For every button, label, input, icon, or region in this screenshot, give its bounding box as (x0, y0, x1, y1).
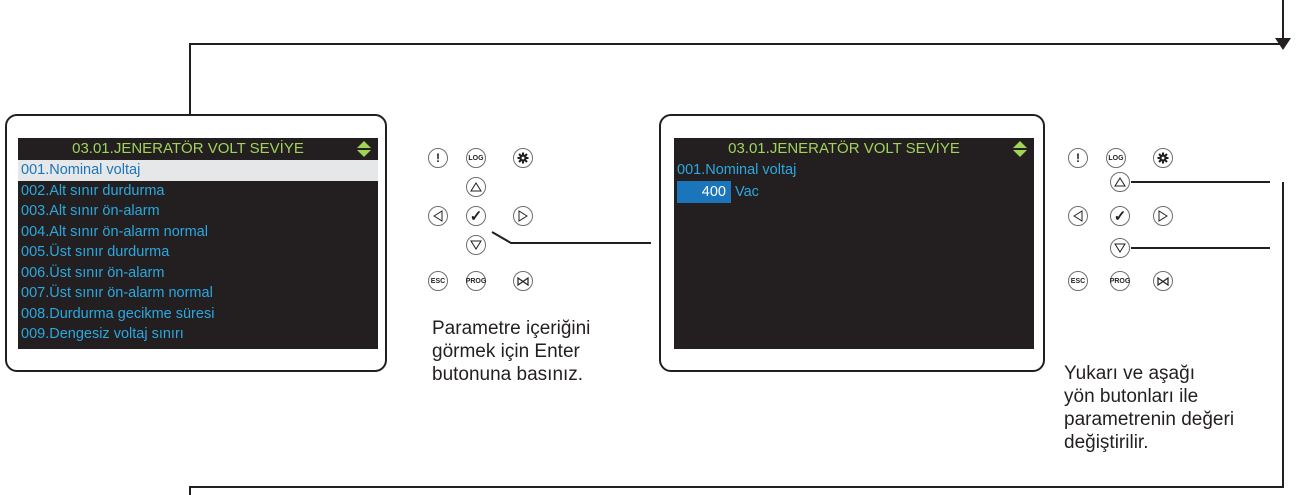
parameter-item[interactable]: 004.Alt sınır ön-alarm normal (21, 223, 208, 240)
parameter-item[interactable]: 008.Durdurma gecikme süresi (21, 305, 215, 322)
gear-icon (1157, 152, 1169, 164)
bottom-flow-line (189, 182, 1284, 495)
right-button[interactable] (1153, 206, 1173, 226)
screen-title-text: 03.01.JENERATÖR VOLT SEVİYE (728, 140, 960, 157)
parameter-item[interactable]: 001.Nominal voltaj (18, 160, 378, 181)
enter-button[interactable]: ✓ (1110, 206, 1130, 226)
parameter-unit: Vac (735, 183, 759, 200)
screen-title-text: 03.01.JENERATÖR VOLT SEVİYE (72, 140, 304, 157)
triangle-down-icon (470, 240, 482, 250)
mute-icon (1157, 276, 1169, 286)
screen-title: 03.01.JENERATÖR VOLT SEVİYE (674, 138, 1034, 160)
parameter-item[interactable]: 003.Alt sınır ön-alarm (21, 203, 160, 219)
up-down-indicator-icon (1013, 141, 1027, 157)
triangle-right-icon (518, 210, 528, 222)
alarm-button[interactable]: ! (428, 148, 448, 168)
down-button[interactable] (466, 235, 486, 255)
down-button[interactable] (1110, 238, 1130, 258)
keypad-left: ! LOG ✓ ESC PROG (420, 140, 550, 291)
lcd-screen-edit: 03.01.JENERATÖR VOLT SEVİYE 001.Nominal … (674, 138, 1034, 349)
lcd-screen-menu: 03.01.JENERATÖR VOLT SEVİYE 001.Nominal … (18, 138, 378, 349)
gear-icon (517, 152, 529, 164)
enter-button[interactable]: ✓ (466, 206, 486, 226)
parameter-item[interactable]: 006.Üst sınır ön-alarm (21, 264, 165, 281)
enter-callout-line (491, 231, 651, 244)
mute-button[interactable] (513, 271, 533, 291)
mute-icon (517, 276, 529, 286)
settings-button[interactable] (513, 148, 533, 168)
up-button[interactable] (466, 177, 486, 197)
updown-caption: Yukarı ve aşağı yön butonları ile parame… (1064, 363, 1235, 453)
parameter-item[interactable]: 005.Üst sınır durdurma (21, 244, 170, 260)
left-button[interactable] (428, 206, 448, 226)
triangle-down-icon (1114, 243, 1126, 253)
parameter-item[interactable]: 002.Alt sınır durdurma (21, 182, 165, 199)
up-down-indicator-icon (357, 141, 371, 157)
enter-caption: Parametre içeriğini görmek için Enter bu… (432, 318, 591, 385)
log-button[interactable]: LOG (466, 148, 486, 168)
alarm-button[interactable]: ! (1068, 148, 1088, 168)
up-button[interactable] (1110, 172, 1130, 192)
triangle-left-icon (433, 210, 443, 222)
triangle-right-icon (1158, 210, 1168, 222)
parameter-name: 001.Nominal voltaj (677, 162, 797, 178)
log-button[interactable]: LOG (1106, 148, 1126, 168)
parameter-value[interactable]: 400 (677, 180, 731, 203)
left-button[interactable] (1068, 206, 1088, 226)
parameter-item[interactable]: 009.Dengesiz voltaj sınırı (21, 326, 184, 342)
right-button[interactable] (513, 206, 533, 226)
triangle-left-icon (1073, 210, 1083, 222)
down-arrow-icon (1275, 38, 1291, 50)
esc-button[interactable]: ESC (428, 271, 448, 291)
parameter-item[interactable]: 007.Üst sınır ön-alarm normal (21, 285, 213, 301)
settings-button[interactable] (1153, 148, 1173, 168)
mute-button[interactable] (1153, 271, 1173, 291)
prog-button[interactable]: PROG (1110, 271, 1130, 291)
triangle-up-icon (470, 182, 482, 192)
prog-button[interactable]: PROG (466, 271, 486, 291)
screen-title: 03.01.JENERATÖR VOLT SEVİYE (18, 138, 378, 160)
keypad-right: ! LOG ✓ ESC PROG (1060, 140, 1190, 291)
esc-button[interactable]: ESC (1068, 271, 1088, 291)
triangle-up-icon (1114, 177, 1126, 187)
top-flow-line (189, 0, 1284, 114)
